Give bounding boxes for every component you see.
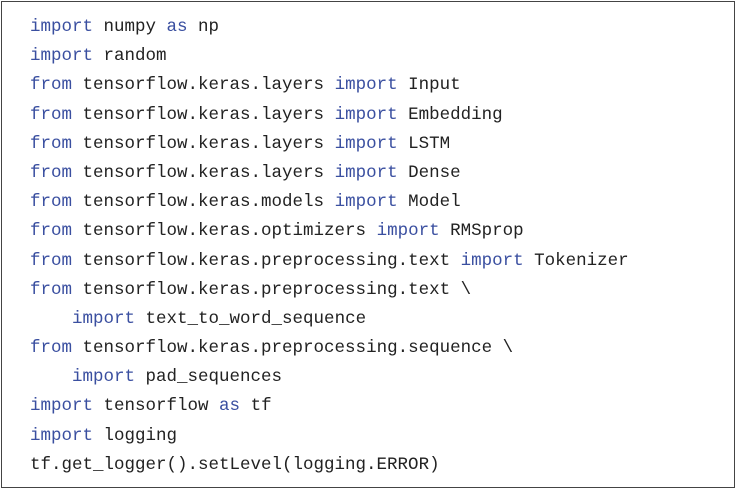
code-keyword: from	[30, 250, 73, 271]
code-text: tensorflow.keras.layers	[72, 162, 335, 183]
code-text: tensorflow.keras.layers	[72, 75, 335, 96]
code-keyword: import	[334, 75, 398, 96]
code-keyword: import	[376, 221, 440, 242]
code-keyword: import	[30, 46, 94, 67]
code-keyword: from	[30, 133, 73, 154]
code-text: tensorflow.keras.optimizers	[72, 221, 377, 242]
code-line: import pad_sequences	[30, 363, 629, 392]
code-text: tf	[240, 396, 272, 417]
code-line: import tensorflow as tf	[30, 392, 629, 421]
code-keyword: import	[30, 17, 94, 37]
code-text: tensorflow.keras.preprocessing.text	[72, 250, 461, 271]
code-text: Dense	[397, 162, 461, 183]
code-line: from tensorflow.keras.preprocessing.sequ…	[30, 334, 629, 363]
code-keyword: from	[30, 162, 73, 183]
code-text: Input	[397, 75, 461, 96]
code-keyword: from	[30, 104, 73, 125]
code-keyword: import	[460, 250, 524, 271]
code-keyword: import	[72, 367, 136, 388]
code-text: tensorflow	[93, 396, 220, 417]
code-keyword: from	[30, 279, 73, 300]
code-text: np	[187, 17, 220, 37]
code-keyword: import	[334, 104, 398, 125]
code-keyword: import	[72, 308, 136, 329]
code-text: tensorflow.keras.layers	[72, 104, 335, 125]
code-text: Tokenizer	[523, 250, 629, 271]
code-keyword: import	[334, 192, 398, 213]
code-keyword: from	[30, 221, 73, 242]
code-line: import numpy as np	[30, 13, 629, 42]
code-line: import logging	[30, 422, 629, 451]
code-keyword: from	[30, 192, 73, 213]
code-text: Model	[397, 192, 461, 213]
code-text: tensorflow.keras.models	[72, 192, 335, 213]
code-text: tensorflow.keras.layers	[72, 133, 335, 154]
code-line: from tensorflow.keras.optimizers import …	[30, 217, 629, 246]
code-text: tensorflow.keras.preprocessing.text \	[72, 279, 472, 300]
code-text: tf.get_logger().setLevel(logging.ERROR)	[30, 454, 440, 475]
code-text: pad_sequences	[135, 367, 283, 388]
code-line: import random	[30, 42, 629, 71]
code-line: from tensorflow.keras.layers import LSTM	[30, 130, 629, 159]
code-text: logging	[93, 425, 178, 446]
code-keyword: import	[334, 133, 398, 154]
code-text: random	[93, 46, 167, 67]
code-text	[30, 367, 72, 387]
code-line: from tensorflow.keras.models import Mode…	[30, 188, 629, 217]
code-text: numpy	[93, 17, 167, 37]
code-keyword: import	[30, 396, 94, 417]
code-text: text_to_word_sequence	[135, 308, 367, 329]
code-line: from tensorflow.keras.preprocessing.text…	[30, 247, 629, 276]
code-text: Embedding	[397, 104, 503, 125]
code-line: import text_to_word_sequence	[30, 305, 629, 334]
code-line: from tensorflow.keras.layers import Inpu…	[30, 71, 629, 100]
code-text: LSTM	[397, 133, 451, 154]
code-keyword: as	[166, 17, 188, 37]
code-keyword: from	[30, 75, 73, 96]
code-keyword: as	[219, 396, 241, 417]
code-keyword: from	[30, 338, 73, 359]
code-text: tensorflow.keras.preprocessing.sequence …	[72, 338, 514, 359]
code-line: from tensorflow.keras.preprocessing.text…	[30, 276, 629, 305]
code-text	[30, 309, 72, 329]
code-line: from tensorflow.keras.layers import Embe…	[30, 101, 629, 130]
code-keyword: import	[30, 425, 94, 446]
code-keyword: import	[334, 162, 398, 183]
code-text: RMSprop	[439, 221, 524, 242]
code-line: from tensorflow.keras.layers import Dens…	[30, 159, 629, 188]
code-line: tf.get_logger().setLevel(logging.ERROR)	[30, 451, 629, 480]
